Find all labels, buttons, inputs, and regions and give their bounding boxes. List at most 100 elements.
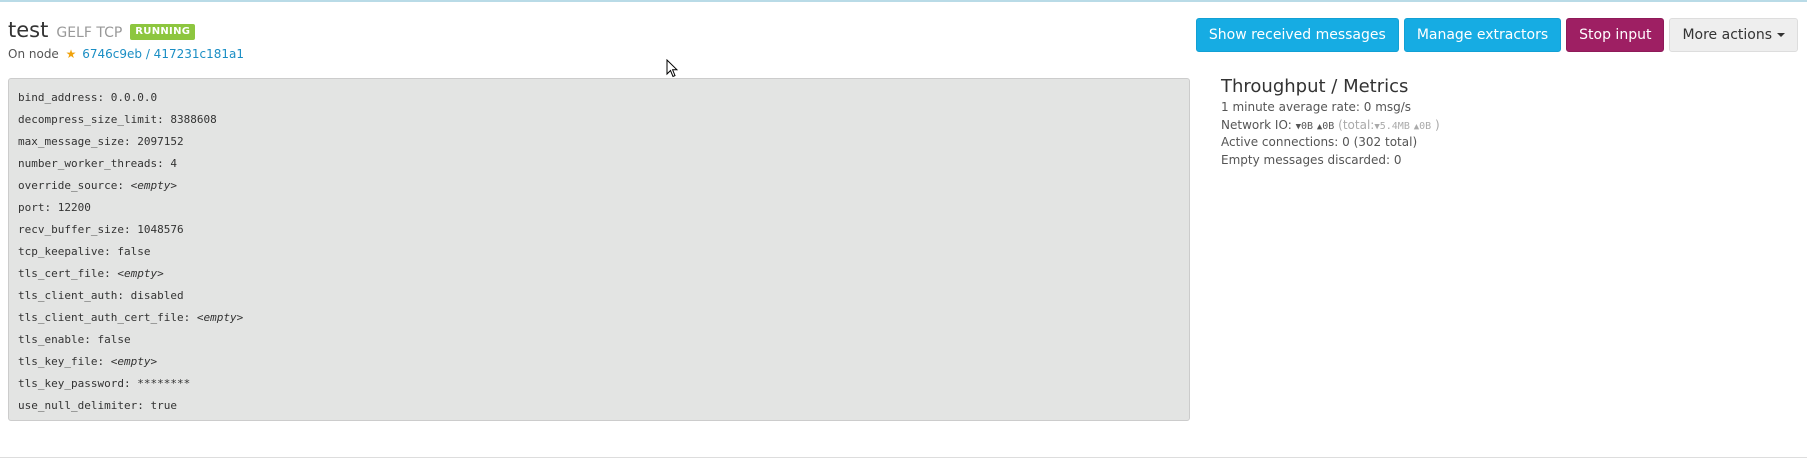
config-line: tls_cert_file: <empty> <box>18 263 1189 285</box>
config-key: use_null_delimiter <box>18 399 138 412</box>
config-value: 4 <box>170 157 177 170</box>
input-actions: Show received messages Manage extractors… <box>1195 18 1798 52</box>
config-line: max_message_size: 2097152 <box>18 131 1189 153</box>
manage-extractors-button[interactable]: Manage extractors <box>1403 18 1562 52</box>
config-value: 0.0.0.0 <box>110 91 158 104</box>
config-line: tls_key_file: <empty> <box>18 351 1189 373</box>
config-line: port: 12200 <box>18 197 1189 219</box>
config-key: number_worker_threads <box>18 157 158 170</box>
config-separator: : <box>157 157 171 170</box>
config-separator: : <box>183 311 197 324</box>
config-line: tls_key_password: ******** <box>18 373 1189 395</box>
config-value: true <box>150 399 177 412</box>
arrow-down-icon: ▼ <box>1295 121 1301 132</box>
config-key: tls_cert_file <box>18 267 105 280</box>
config-key: tls_client_auth <box>18 289 118 302</box>
input-type-label: GELF TCP <box>56 25 123 41</box>
config-key: port <box>18 201 45 214</box>
config-line: tls_enable: false <box>18 329 1189 351</box>
throughput-metrics: Throughput / Metrics 1 minute average ra… <box>1221 76 1440 169</box>
config-separator: : <box>123 223 138 236</box>
metrics-title: Throughput / Metrics <box>1221 76 1409 97</box>
arrow-up-icon: ▲ <box>1413 121 1420 132</box>
config-line: number_worker_threads: 4 <box>18 153 1189 175</box>
total-in-value: 5.4MB <box>1379 120 1410 132</box>
config-value: <empty> <box>130 179 177 192</box>
config-value: 8388608 <box>170 113 217 126</box>
arrow-up-icon: ▲ <box>1316 121 1323 132</box>
config-separator: : <box>104 267 118 280</box>
input-title: test <box>8 18 49 42</box>
total-label: (total: <box>1338 117 1375 132</box>
config-value: ******** <box>137 377 191 390</box>
config-separator: : <box>157 113 171 126</box>
status-badge: RUNNING <box>130 24 196 40</box>
config-key: bind_address <box>18 91 98 104</box>
node-prefix-label: On node <box>8 47 59 61</box>
arrow-down-icon: ▼ <box>1374 121 1380 132</box>
node-info: On node ★ 6746c9eb / 417231c181a1 <box>8 47 244 61</box>
network-in-value: 0B <box>1300 120 1314 132</box>
config-line: override_source: <empty> <box>18 175 1189 197</box>
show-received-messages-button[interactable]: Show received messages <box>1195 18 1399 52</box>
more-actions-dropdown[interactable]: More actions <box>1669 18 1798 52</box>
config-value: 2097152 <box>137 135 184 148</box>
top-divider <box>0 0 1807 2</box>
config-separator: : <box>44 201 58 214</box>
config-separator: : <box>104 245 118 258</box>
empty-messages-discarded: Empty messages discarded: 0 <box>1221 152 1402 167</box>
network-out: ▲0B <box>1317 121 1334 132</box>
stop-input-button[interactable]: Stop input <box>1566 18 1665 52</box>
config-key: tls_enable <box>18 333 85 346</box>
network-io-label: Network IO: <box>1221 117 1292 132</box>
config-line: tcp_keepalive: false <box>18 241 1189 263</box>
config-value: 12200 <box>57 201 91 214</box>
config-separator: : <box>84 333 98 346</box>
more-actions-label: More actions <box>1682 27 1772 43</box>
total-in: ▼5.4MB <box>1374 121 1410 132</box>
config-key: recv_buffer_size <box>18 223 124 236</box>
config-value: <empty> <box>117 267 164 280</box>
config-separator: : <box>137 399 151 412</box>
config-value: <empty> <box>110 355 158 368</box>
config-value: false <box>97 333 131 346</box>
network-in: ▼0B <box>1296 121 1313 132</box>
config-key: tls_key_file <box>18 355 98 368</box>
network-io: Network IO: ▼0B ▲0B (total:▼5.4MB ▲0B ) <box>1221 117 1440 135</box>
config-separator: : <box>117 289 131 302</box>
total-out-value: 0B <box>1419 120 1432 132</box>
config-separator: : <box>97 355 111 368</box>
network-out-value: 0B <box>1322 120 1335 132</box>
config-value: false <box>117 245 151 258</box>
star-icon: ★ <box>65 47 77 61</box>
config-line: bind_address: 0.0.0.0 <box>18 87 1189 109</box>
config-key: tls_client_auth_cert_file <box>18 311 184 324</box>
config-separator: : <box>123 377 138 390</box>
config-key: tcp_keepalive <box>18 245 105 258</box>
total-close: ) <box>1434 117 1440 132</box>
total-out: ▲0B <box>1414 121 1431 132</box>
config-line: decompress_size_limit: 8388608 <box>18 109 1189 131</box>
avg-rate: 1 minute average rate: 0 msg/s <box>1221 100 1412 114</box>
input-header: test GELF TCP RUNNING <box>8 18 196 43</box>
active-connections: Active connections: 0 (302 total) <box>1221 135 1418 149</box>
config-line: use_null_delimiter: true <box>18 395 1189 417</box>
caret-down-icon <box>1777 33 1785 37</box>
config-separator: : <box>97 91 111 104</box>
node-link[interactable]: 6746c9eb / 417231c181a1 <box>82 47 244 61</box>
config-separator: : <box>123 135 138 148</box>
bottom-divider <box>0 457 1807 458</box>
mouse-cursor-icon <box>666 59 678 78</box>
config-key: override_source <box>18 179 118 192</box>
config-value: disabled <box>130 289 184 302</box>
config-value: <empty> <box>196 311 244 324</box>
network-total: (total:▼5.4MB ▲0B ) <box>1338 118 1440 132</box>
config-value: 1048576 <box>137 223 184 236</box>
config-key: decompress_size_limit <box>18 113 158 126</box>
config-line: recv_buffer_size: 1048576 <box>18 219 1189 241</box>
config-key: tls_key_password <box>18 377 124 390</box>
config-line: tls_client_auth_cert_file: <empty> <box>18 307 1189 329</box>
config-key: max_message_size <box>18 135 124 148</box>
